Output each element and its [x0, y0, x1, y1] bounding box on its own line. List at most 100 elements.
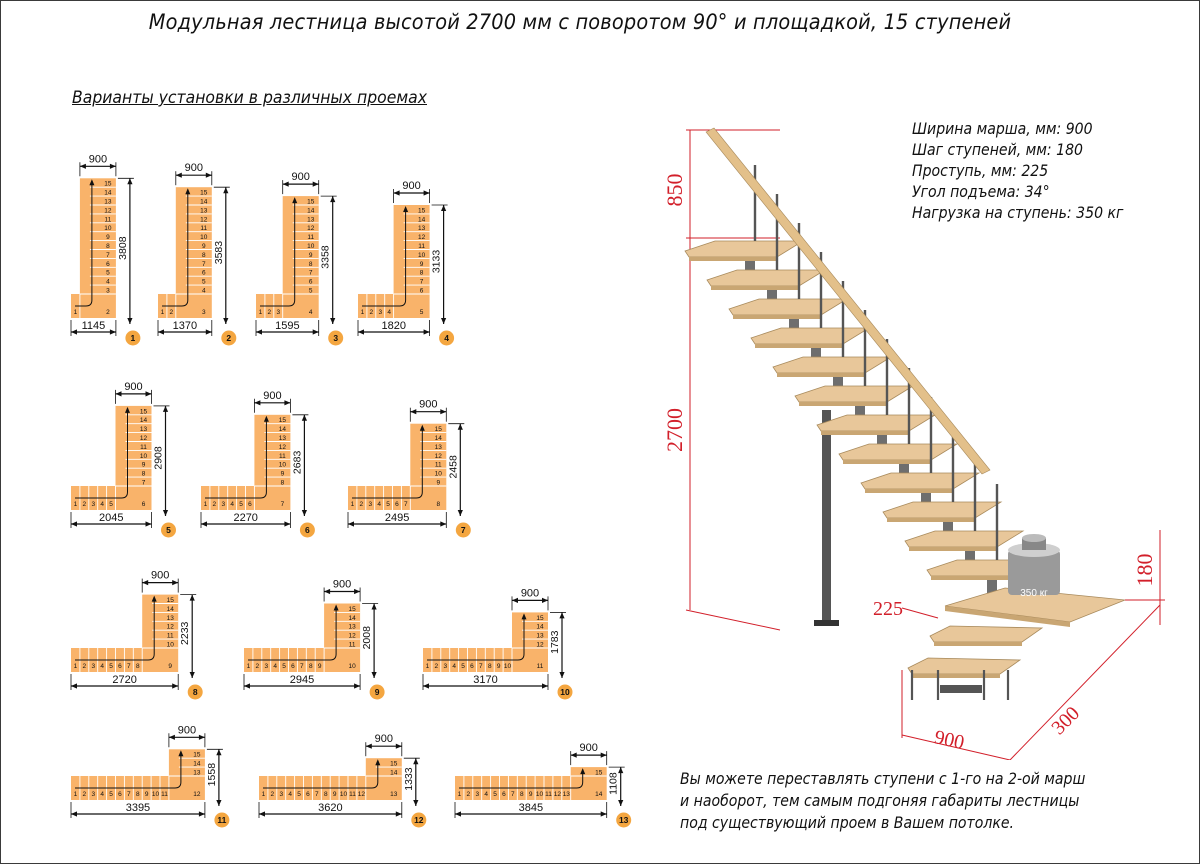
- upper-march: [168, 749, 205, 776]
- height-label: 3808: [117, 236, 129, 260]
- step-number: 10: [104, 225, 112, 232]
- width-dim-line: [901, 734, 1011, 760]
- walking-arrow: [333, 604, 339, 611]
- step-number: 12: [418, 234, 426, 241]
- step-number: 13: [140, 426, 148, 433]
- step-number: 14: [193, 761, 201, 768]
- step-number: 6: [306, 791, 310, 798]
- spec-step-pitch: Шаг ступеней, мм: 180: [912, 140, 1084, 159]
- step-number: 2: [360, 501, 364, 508]
- stair-step: [838, 368, 959, 482]
- step-number: 15: [279, 417, 287, 424]
- width-label: 900: [151, 570, 169, 582]
- step-number: 4: [377, 501, 381, 508]
- step-number: 7: [300, 663, 304, 670]
- step-number: 1: [458, 791, 462, 798]
- step-number: 14: [390, 770, 398, 777]
- step-number: 3: [106, 288, 110, 295]
- weight-body: [1008, 550, 1060, 595]
- stair-step: [706, 194, 827, 308]
- upper-march: [282, 196, 319, 294]
- variant-number: 8: [193, 687, 198, 697]
- step-number: 2: [83, 791, 87, 798]
- weight-handle-top: [1022, 534, 1046, 542]
- variant-number: 3: [333, 333, 338, 343]
- step-number: 8: [520, 791, 524, 798]
- step-number: 5: [282, 663, 286, 670]
- tread-edge: [755, 344, 843, 348]
- step-number: 13: [435, 444, 443, 451]
- width-dimension: [393, 190, 430, 196]
- step-number: 7: [127, 791, 131, 798]
- step-number: 8: [202, 252, 206, 259]
- variant-badge: [221, 330, 237, 346]
- tread-edge: [799, 402, 887, 406]
- step-number: 3: [91, 501, 95, 508]
- walking-line: [75, 753, 182, 789]
- step-number: 8: [142, 471, 146, 478]
- step-number: 11: [418, 243, 425, 250]
- tread: [904, 530, 1025, 548]
- height-dimension: [371, 603, 377, 678]
- step-number: 15: [435, 426, 443, 433]
- weight-label: 350 кг: [1020, 588, 1048, 599]
- landing-number: 2: [106, 309, 110, 316]
- variant-badge: [455, 522, 471, 538]
- dim-ext: [685, 609, 781, 631]
- step-number: 14: [348, 615, 356, 622]
- walking-arrow: [292, 197, 298, 204]
- support-column: [822, 410, 831, 625]
- page-title: Модульная лестница высотой 2700 мм с пов…: [148, 10, 1012, 34]
- step-number: 9: [436, 480, 440, 487]
- height-label: 1783: [549, 630, 561, 654]
- step-number: 14: [140, 417, 148, 424]
- width-dimension: [175, 172, 212, 178]
- upper-march: [324, 603, 361, 648]
- step-number: 14: [279, 426, 287, 433]
- width-dimension: [115, 391, 152, 397]
- width-label: 900: [375, 733, 393, 745]
- stringer-block: [987, 572, 997, 598]
- length-label: 2495: [385, 512, 409, 524]
- height-dimension: [413, 758, 419, 806]
- landing-label: 300: [1047, 702, 1084, 739]
- step-number: 4: [106, 279, 110, 286]
- step-number: 9: [529, 791, 533, 798]
- step-number: 8: [106, 243, 110, 250]
- step-number: 1: [161, 309, 165, 316]
- step-number: 3: [221, 501, 225, 508]
- step-number: 5: [461, 663, 465, 670]
- landing-edge: [945, 606, 1070, 627]
- tread: [794, 385, 915, 403]
- step-number: 14: [307, 207, 315, 214]
- landing-dim-line: [1009, 604, 1161, 760]
- step-number: 1: [74, 309, 78, 316]
- step-number: 1: [74, 501, 78, 508]
- step-number: 4: [230, 501, 234, 508]
- step-number: 2: [83, 501, 87, 508]
- length-label: 2720: [112, 674, 136, 686]
- tread: [728, 298, 849, 316]
- stair-step: [772, 281, 893, 395]
- step-number: 9: [318, 663, 322, 670]
- variant-badge: [214, 812, 230, 828]
- step-number: 9: [281, 471, 285, 478]
- step-number: 5: [239, 501, 243, 508]
- stringer-block: [745, 253, 755, 279]
- step-number: 1: [74, 663, 78, 670]
- step-number: 6: [248, 501, 252, 508]
- variant-badge: [439, 330, 455, 346]
- step-number: 5: [297, 791, 301, 798]
- walking-line: [352, 427, 423, 499]
- step-number: 5: [109, 791, 113, 798]
- width-label: 900: [185, 162, 203, 174]
- height-dimension: [330, 196, 336, 324]
- step-number: 7: [202, 261, 206, 268]
